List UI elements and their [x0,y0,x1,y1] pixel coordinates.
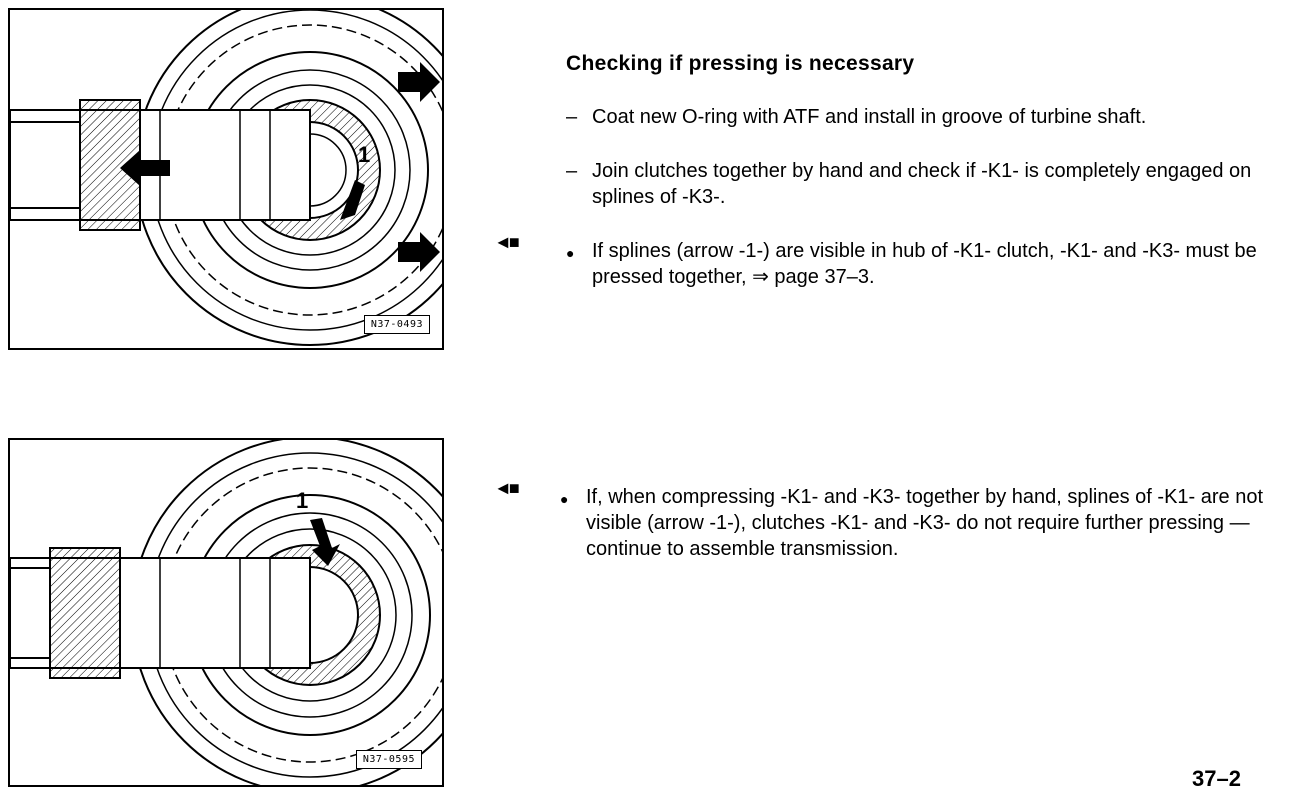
figure-top: 1 N37-0493 [8,8,444,350]
page-number: 37–2 [1192,766,1241,791]
figure-bottom: 1 N37-0595 [8,438,444,787]
instruction-item: – Join clutches together by hand and che… [566,158,1276,210]
instruction-text: If, when compressing -K1- and -K3- toget… [586,486,1264,560]
bullet-marker: ● [566,245,575,261]
figure-pointer-icon: ◄■ [494,478,520,498]
instruction-text: Coat new O-ring with ATF and install in … [592,106,1147,128]
section-heading: Checking if pressing is necessary [566,52,915,75]
figure-code-bottom: N37-0595 [355,750,422,769]
figure-pointer-icon: ◄■ [494,232,520,252]
instruction-text: If splines (arrow -1-) are visible in hu… [592,240,1257,288]
dash-marker: – [566,106,578,128]
clutch-illustration-top: 1 [10,10,442,346]
clutch-illustration-bottom: 1 [10,440,442,785]
arrow-label-bottom: 1 [296,488,308,513]
bullet-marker: ● [560,491,569,507]
instruction-text: Join clutches together by hand and check… [592,160,1252,208]
instruction-item: – Coat new O-ring with ATF and install i… [566,104,1286,130]
instruction-item: ● If splines (arrow -1-) are visible in … [566,238,1294,290]
dash-marker: – [566,160,578,182]
figure-code-top: N37-0493 [363,315,430,334]
instruction-item: ● If, when compressing -K1- and -K3- tog… [560,484,1300,562]
arrow-label-top: 1 [358,142,370,167]
